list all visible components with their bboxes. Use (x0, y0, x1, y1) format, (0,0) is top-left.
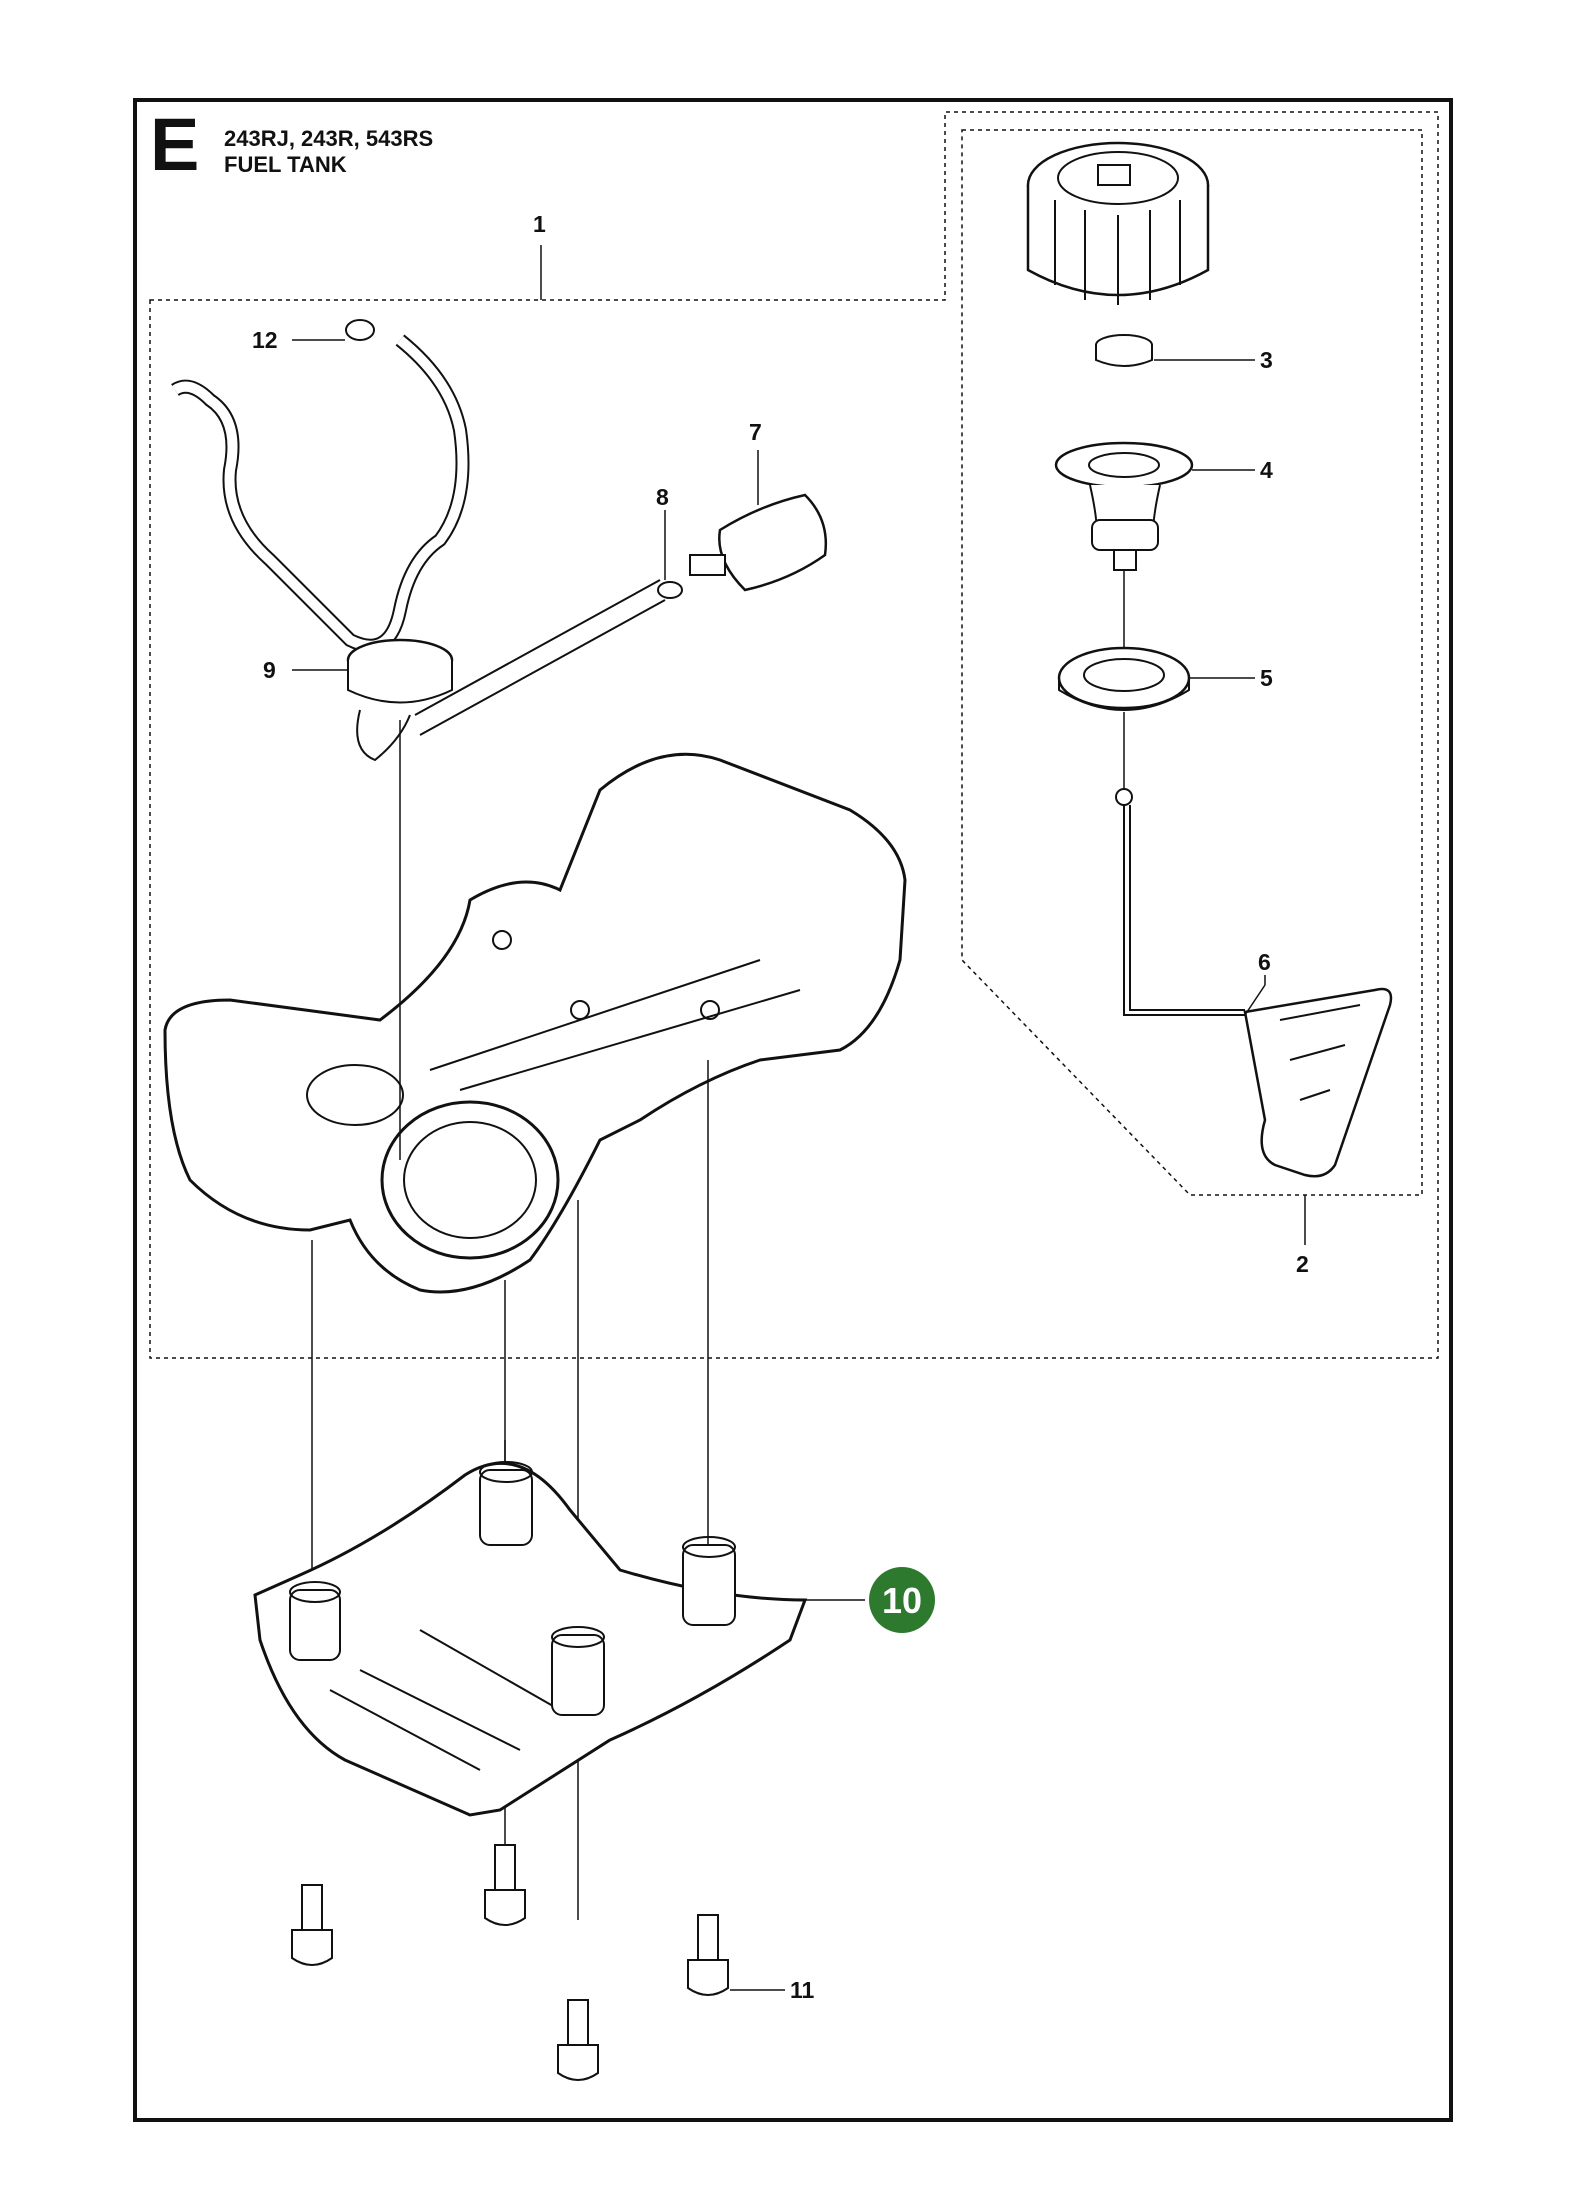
washer (1057, 646, 1191, 711)
screw-a (291, 1884, 333, 1966)
callout-11: 11 (790, 1977, 815, 2003)
tank-guard (253, 1461, 808, 1817)
callout-2: 2 (1296, 1251, 1309, 1277)
screw-b (484, 1844, 526, 1926)
callout-4: 4 (1260, 457, 1273, 483)
section-letter: E (150, 103, 200, 186)
screw-d (687, 1914, 729, 1996)
cap-gasket (1095, 334, 1153, 367)
fuel-cap (1026, 141, 1210, 305)
hose-clamp (345, 319, 375, 341)
group-box-2 (961, 129, 1423, 1196)
screws (291, 1844, 729, 2081)
fuel-hoses (171, 334, 666, 762)
fuel-tank (163, 752, 907, 1294)
filler-neck (1054, 441, 1194, 571)
model-list: 243RJ, 243R, 543RS (224, 126, 434, 151)
page-frame (133, 98, 1453, 2122)
callout-7: 7 (749, 419, 762, 445)
callout-8: 8 (656, 484, 669, 510)
callout-9: 9 (263, 657, 276, 683)
highlight-badge (869, 1567, 935, 1633)
callout-12: 12 (252, 327, 278, 353)
callout-3: 3 (1260, 347, 1273, 373)
screw-c (557, 1999, 599, 2081)
section-title: FUEL TANK (224, 152, 347, 177)
callout-1: 1 (533, 211, 546, 237)
group-box-1 (149, 111, 1439, 1359)
retainer-key (1115, 788, 1393, 1178)
callout-5: 5 (1260, 665, 1273, 691)
highlight-badge-label: 10 (882, 1580, 922, 1621)
fuel-filter (689, 450, 827, 592)
filter-clamp (657, 581, 683, 599)
callout-6: 6 (1258, 949, 1271, 975)
